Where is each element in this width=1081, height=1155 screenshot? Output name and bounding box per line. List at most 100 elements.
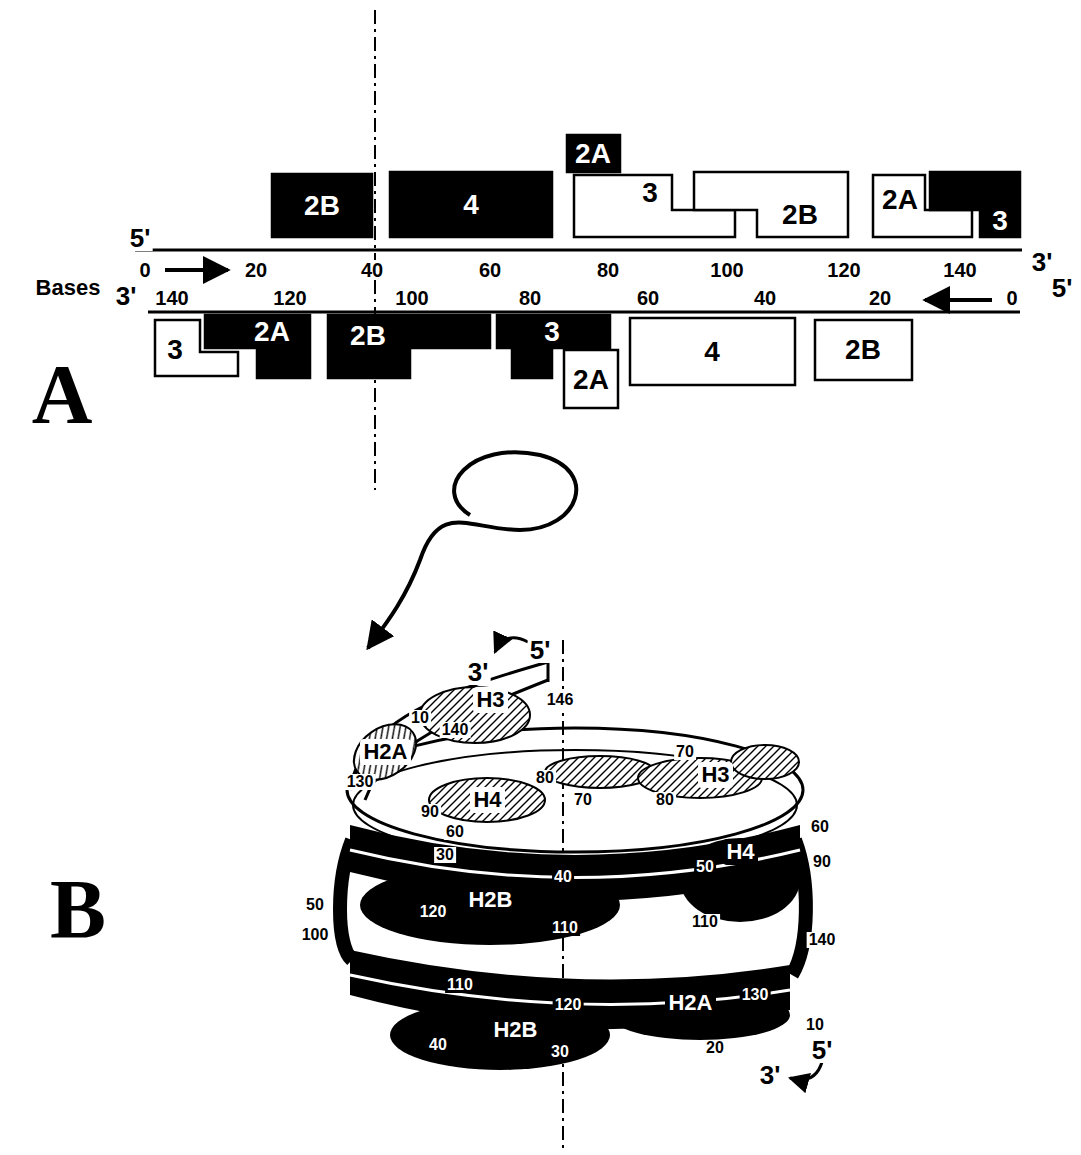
base-number: 100 [708,260,745,280]
base-number: 100 [393,288,430,308]
histone-contact [680,838,800,922]
box-outline [630,318,795,385]
contact-box: 2A [567,135,620,172]
strand-end: 5' [1050,275,1075,301]
base-number: 40 [359,260,385,280]
base-number: 0 [1004,288,1019,308]
base-number: 60 [809,819,831,835]
histone-label: 3 [992,207,1008,235]
histone-label: 3 [167,336,183,364]
contact-box: 2A [564,350,618,408]
box-outline [930,172,1020,237]
contact-box: 2B [272,174,372,237]
base-number: 120 [271,288,308,308]
panel-letter: B [48,868,108,952]
box-outline [694,172,848,237]
base-number: 20 [243,260,269,280]
base-number: 40 [752,288,778,308]
base-number: 146 [545,692,576,708]
base-number: 30 [434,847,456,863]
panel-letter: A [30,353,95,437]
base-number: 90 [419,804,441,820]
base-number: 110 [550,920,580,936]
histone-label: 4 [704,338,720,366]
histone-contact [429,778,545,822]
histone-label: H2B [493,1019,537,1041]
curl-arrow [368,452,576,648]
strand-end: 5' [128,225,153,251]
base-number: 140 [941,260,978,280]
histone-label: 2A [882,186,918,214]
histone-contact [731,745,799,779]
base-number: 40 [552,869,574,885]
base-number: 60 [477,260,503,280]
box-outline [564,350,618,408]
base-number: Bases [34,277,103,299]
hatched-contact: H3 [473,687,508,713]
box-outline [567,135,620,172]
base-number: 50 [304,897,326,913]
box-outline [328,315,490,378]
base-number: 20 [704,1040,726,1056]
histone-label: 2A [573,366,609,394]
base-number: 100 [300,927,331,943]
histone-label: 4 [463,191,479,219]
dyad-axis [374,10,376,490]
black-contact: H4 [723,839,758,865]
base-number: 20 [867,288,893,308]
base-number: 130 [345,774,376,790]
base-number: 40 [427,1037,449,1053]
histone-label: 2B [350,322,386,350]
histone-label: 2B [304,192,340,220]
hatched-contact: H4 [470,787,505,813]
base-number: 60 [635,288,661,308]
base-number: 140 [153,288,190,308]
histone-label: H3 [476,689,504,711]
box-outline [390,172,552,237]
base-number: 80 [654,792,676,808]
base-number: 90 [811,854,833,870]
strand-end: 3' [466,659,491,685]
end-arrow [790,1062,822,1080]
contact-box: 4 [630,318,795,385]
histone-label: 3 [642,179,658,207]
contact-box: 4 [390,172,552,237]
contact-box: 2B [694,172,848,237]
base-number: 70 [572,792,594,808]
base-number: 140 [440,722,471,738]
histone-label: H3 [701,764,729,786]
histone-label: H4 [473,789,501,811]
box-outline [205,315,310,378]
box-shape [694,172,848,237]
histone-label: H2A [363,741,407,763]
base-number: 110 [445,977,475,993]
histone-label: H4 [726,841,754,863]
base-number: 30 [549,1044,571,1060]
hatched-contact: H2A [360,739,411,765]
histone-label: 2A [254,318,290,346]
end-arrow [495,638,528,652]
black-contact: H2A [665,990,716,1016]
base-number: 80 [517,288,543,308]
histone-label: H2B [468,889,512,911]
black-contact: H2B [490,1017,541,1043]
histone-label: 2A [575,140,611,168]
base-number: 60 [444,824,466,840]
dna-end [547,660,550,682]
base-number: 80 [595,260,621,280]
base-number: 110 [690,914,720,930]
contact-box: 2A [205,315,310,378]
base-number: 120 [825,260,862,280]
base-number: 0 [137,260,152,280]
box-outline [815,320,912,380]
hatched-contact: H3 [698,762,733,788]
base-number: 10 [804,1017,826,1033]
box-outline [272,174,372,237]
base-number: 50 [694,859,716,875]
contact-box: 3 [930,172,1020,237]
base-number: 120 [553,997,584,1013]
dna-strand [135,249,1022,252]
direction-arrow [165,268,228,272]
strand-end: 5' [810,1037,835,1063]
